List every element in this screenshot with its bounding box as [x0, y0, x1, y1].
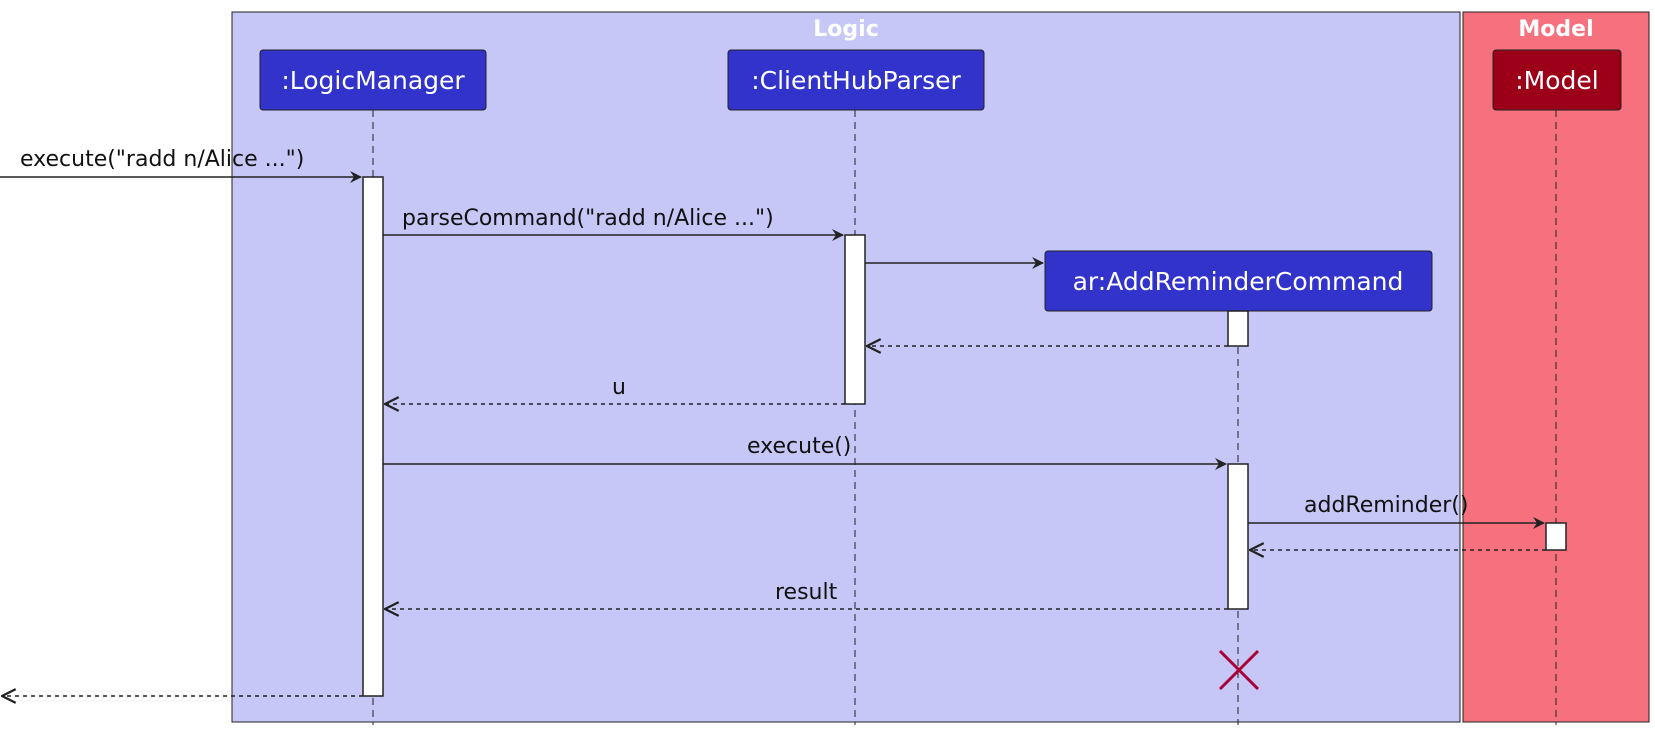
message-return-u: u [385, 375, 845, 404]
model-group-title: Model [1518, 17, 1593, 42]
add-reminder-command-creation-activation [1227, 310, 1249, 347]
client-hub-parser-activation [844, 234, 866, 405]
participant-client-hub-parser: :ClientHubParser [727, 49, 985, 111]
participant-model-label: :Model [1515, 66, 1598, 95]
message-parse-command-label: parseCommand("radd n/Alice ...") [402, 206, 774, 231]
logic-group-title: Logic [813, 17, 878, 42]
participant-model: :Model [1492, 49, 1622, 111]
message-return-result: result [385, 580, 1228, 609]
message-parse-command: parseCommand("radd n/Alice ...") [383, 206, 844, 241]
participant-logic-manager: :LogicManager [259, 49, 487, 111]
participant-client-hub-parser-label: :ClientHubParser [751, 66, 961, 95]
participant-add-reminder-command-label: ar:AddReminderCommand [1073, 267, 1404, 296]
logic-manager-activation [362, 176, 384, 697]
message-add-reminder-label: addReminder() [1304, 493, 1468, 518]
x-destroy-icon [1218, 649, 1260, 691]
model-activation [1545, 522, 1567, 551]
message-execute-label: execute() [747, 434, 851, 459]
message-return-result-label: result [775, 580, 838, 605]
message-execute-input: execute("radd n/Alice ...") [0, 147, 362, 183]
message-add-reminder: addReminder() [1248, 493, 1545, 529]
add-reminder-command-execute-activation [1227, 463, 1249, 610]
participant-add-reminder-command: ar:AddReminderCommand [1044, 250, 1433, 312]
message-return-u-label: u [612, 375, 626, 400]
participant-logic-manager-label: :LogicManager [281, 66, 465, 95]
message-execute-input-label: execute("radd n/Alice ...") [20, 147, 304, 172]
message-execute: execute() [383, 434, 1227, 470]
